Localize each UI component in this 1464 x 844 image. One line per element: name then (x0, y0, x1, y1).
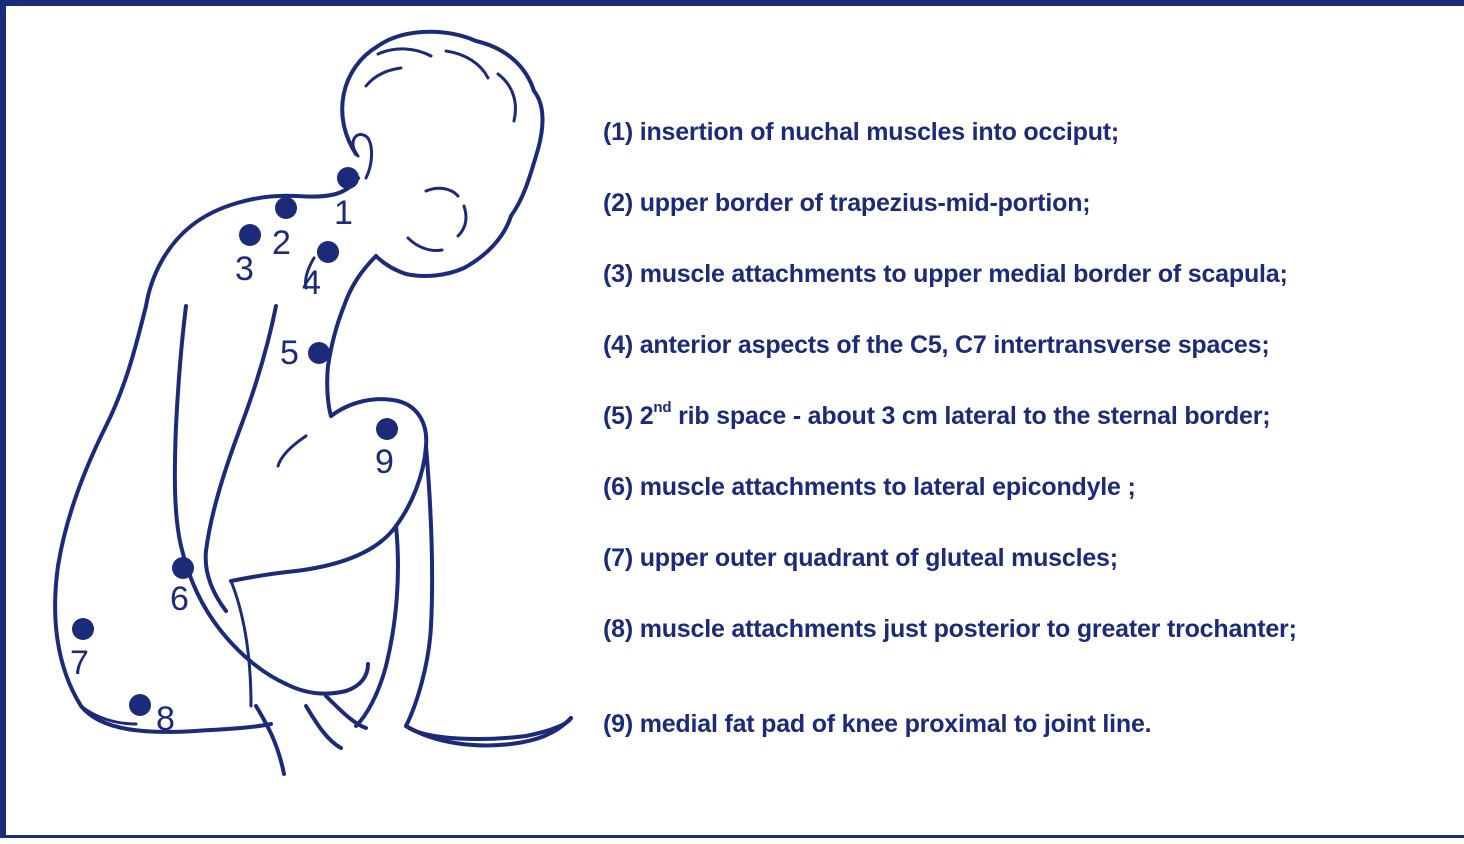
tender-point-5 (308, 342, 330, 364)
tender-point-4 (317, 241, 339, 263)
point-label-8: 8 (156, 700, 175, 738)
legend-item-2: (2) upper border of trapezius-mid-portio… (603, 188, 1090, 218)
point-label-9: 9 (375, 443, 394, 481)
face-outline (376, 216, 511, 276)
tender-point-2 (275, 197, 297, 219)
point-label-5: 5 (280, 334, 299, 372)
tender-point-7 (72, 618, 94, 640)
legend-item-1: (1) insertion of nuchal muscles into occ… (603, 117, 1119, 147)
shin-outline (406, 446, 571, 739)
legend-item-4: (4) anterior aspects of the C5, C7 inter… (603, 330, 1269, 360)
tender-point-3 (239, 224, 261, 246)
tender-point-1 (337, 167, 359, 189)
arm-outline (175, 306, 286, 684)
tender-point-8 (129, 694, 151, 716)
seated-figure-illustration: 1 2 3 4 5 6 7 8 9 (6, 6, 606, 844)
point-label-2: 2 (272, 224, 291, 262)
hand-outline (256, 664, 368, 774)
legend-item-8: (8) muscle attachments just posterior to… (603, 614, 1297, 644)
point-label-1: 1 (334, 194, 353, 232)
chest-outline (327, 256, 376, 416)
legend-item-5: (5) 2nd rib space - about 3 cm lateral t… (603, 401, 1270, 431)
legend-item-6: (6) muscle attachments to lateral epicon… (603, 472, 1136, 502)
point-label-7: 7 (70, 644, 89, 682)
point-label-3: 3 (235, 250, 254, 288)
legend-item-7: (7) upper outer quadrant of gluteal musc… (603, 543, 1118, 573)
tender-point-9 (376, 418, 398, 440)
point-label-4: 4 (302, 264, 321, 302)
legend-item-9: (9) medial fat pad of knee proximal to j… (603, 709, 1151, 739)
tender-point-6 (172, 557, 194, 579)
point-label-6: 6 (170, 580, 189, 618)
legend-item-3: (3) muscle attachments to upper medial b… (603, 259, 1288, 289)
